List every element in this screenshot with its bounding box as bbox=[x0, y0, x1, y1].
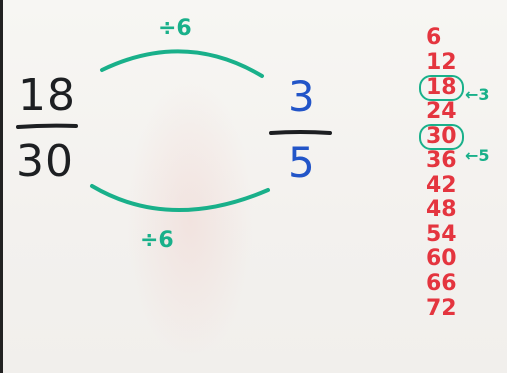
fraction-bar-right bbox=[269, 130, 332, 135]
image-border bbox=[0, 0, 3, 373]
fraction-right-denominator: 5 bbox=[288, 138, 315, 187]
operation-label-bottom: ÷6 bbox=[140, 228, 174, 253]
operation-label-top: ÷6 bbox=[158, 16, 192, 41]
multiples-list: 6 12 18 24 30 36 42 48 54 60 66 72 bbox=[414, 26, 474, 321]
multiple-item: 54 bbox=[426, 221, 457, 247]
multiple-item: 48 bbox=[426, 197, 457, 223]
circled-multiple: 18 bbox=[419, 75, 464, 102]
multiple-item: 66 bbox=[426, 270, 457, 296]
multiple-item: 12 bbox=[426, 49, 457, 75]
fraction-left-numerator: 18 bbox=[18, 70, 76, 121]
arrow-note-5: ←5 bbox=[465, 146, 490, 165]
arrow-note-3: ←3 bbox=[465, 85, 490, 104]
multiple-item: 36 bbox=[426, 147, 457, 173]
circled-multiple: 30 bbox=[419, 124, 464, 151]
multiple-item: 24 bbox=[426, 98, 457, 124]
multiple-item: 30 bbox=[414, 124, 474, 151]
fraction-right-numerator: 3 bbox=[288, 72, 315, 121]
multiple-item: 72 bbox=[426, 295, 457, 321]
arc-top bbox=[100, 49, 264, 78]
fraction-left-denominator: 30 bbox=[16, 136, 74, 187]
fraction-bar-left bbox=[16, 123, 78, 129]
multiple-item: 6 bbox=[426, 25, 442, 50]
multiple-item: 60 bbox=[426, 246, 457, 272]
arc-bottom bbox=[90, 184, 270, 212]
multiple-item: 18 bbox=[414, 75, 474, 102]
multiple-item: 42 bbox=[426, 172, 457, 198]
